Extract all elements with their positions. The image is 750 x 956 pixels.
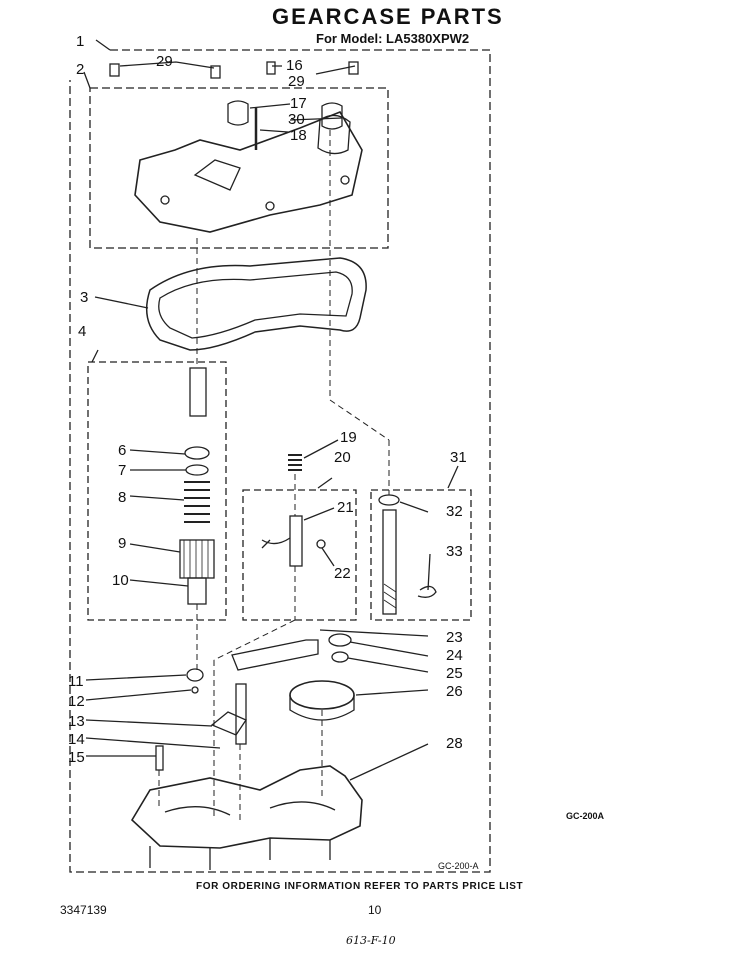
- shaft-31: [382, 509, 397, 615]
- washer-7: [185, 464, 209, 476]
- callout-1: 1: [76, 33, 84, 50]
- callout-9: 9: [118, 535, 126, 552]
- spring-19: [288, 454, 302, 471]
- washer-6: [184, 446, 210, 460]
- gearcase-cover: [134, 111, 363, 233]
- model-label: For Model: LA5380XPW2: [316, 31, 470, 46]
- washer-32: [378, 494, 400, 506]
- callout-24: 24: [446, 647, 463, 664]
- washer-11: [186, 668, 204, 682]
- callout-11: 11: [68, 673, 84, 690]
- callout-6: 6: [118, 442, 126, 459]
- shaft-box: [370, 489, 472, 621]
- callout-31: 31: [450, 449, 467, 466]
- callout-30: 30: [288, 111, 305, 128]
- callout-10: 10: [112, 572, 129, 589]
- gearcase-bottom-28: [130, 765, 363, 849]
- callout-22: 22: [334, 565, 351, 582]
- shift-lever-21: [289, 515, 303, 567]
- callout-26: 26: [446, 683, 463, 700]
- handwritten-note: 613-F-10: [346, 934, 396, 947]
- pinion-box: [87, 361, 227, 621]
- callout-13: 13: [68, 713, 85, 730]
- callout-18: 18: [290, 127, 307, 144]
- callout-29b: 29: [288, 73, 305, 90]
- callout-7: 7: [118, 462, 126, 479]
- figure-code-right: GC-200A: [566, 811, 605, 821]
- callout-3: 3: [80, 289, 88, 306]
- callout-19: 19: [340, 429, 357, 446]
- callout-15: 15: [68, 749, 85, 766]
- assembly-outline: [69, 49, 491, 873]
- document-number: 3347139: [60, 903, 107, 917]
- gearcase-gasket: [145, 257, 367, 351]
- callout-8: 8: [118, 489, 126, 506]
- callout-33: 33: [446, 543, 463, 560]
- callout-12: 12: [68, 693, 85, 710]
- callout-25: 25: [446, 665, 463, 682]
- callout-20: 20: [334, 449, 351, 466]
- screw-29b: [210, 65, 221, 79]
- callout-29a: 29: [156, 53, 173, 70]
- page-number: 10: [368, 903, 382, 917]
- pin-15: [155, 745, 164, 771]
- screw-29a: [109, 63, 120, 77]
- callout-17: 17: [290, 95, 307, 112]
- ball-12: [191, 686, 199, 694]
- figure-code-bottom: GC-200-A: [438, 861, 479, 871]
- callout-21: 21: [337, 499, 354, 516]
- pinion-gear-9: [179, 539, 215, 579]
- screw-16: [266, 61, 276, 75]
- shift-arm-23: [231, 639, 319, 671]
- callout-4: 4: [78, 323, 86, 340]
- screw-29c: [348, 61, 359, 75]
- washer-25: [331, 651, 349, 663]
- pinion-shaft: [189, 367, 207, 417]
- spring-8: [184, 481, 210, 523]
- callout-28: 28: [446, 735, 463, 752]
- shift-fork-box: [242, 489, 357, 621]
- gear-26: [289, 680, 355, 710]
- clip-22: [316, 539, 326, 549]
- cover-box: [89, 87, 389, 249]
- callout-16: 16: [286, 57, 303, 74]
- callout-2: 2: [76, 61, 84, 78]
- page-title: GEARCASE PARTS: [272, 4, 504, 29]
- washer-24: [328, 633, 352, 647]
- callout-23: 23: [446, 629, 463, 646]
- ordering-note: FOR ORDERING INFORMATION REFER TO PARTS …: [196, 881, 524, 892]
- callout-14: 14: [68, 731, 85, 748]
- clip-33: [417, 585, 437, 598]
- callout-32: 32: [446, 503, 463, 520]
- pinion-10: [187, 577, 207, 605]
- idler-13: [210, 711, 247, 736]
